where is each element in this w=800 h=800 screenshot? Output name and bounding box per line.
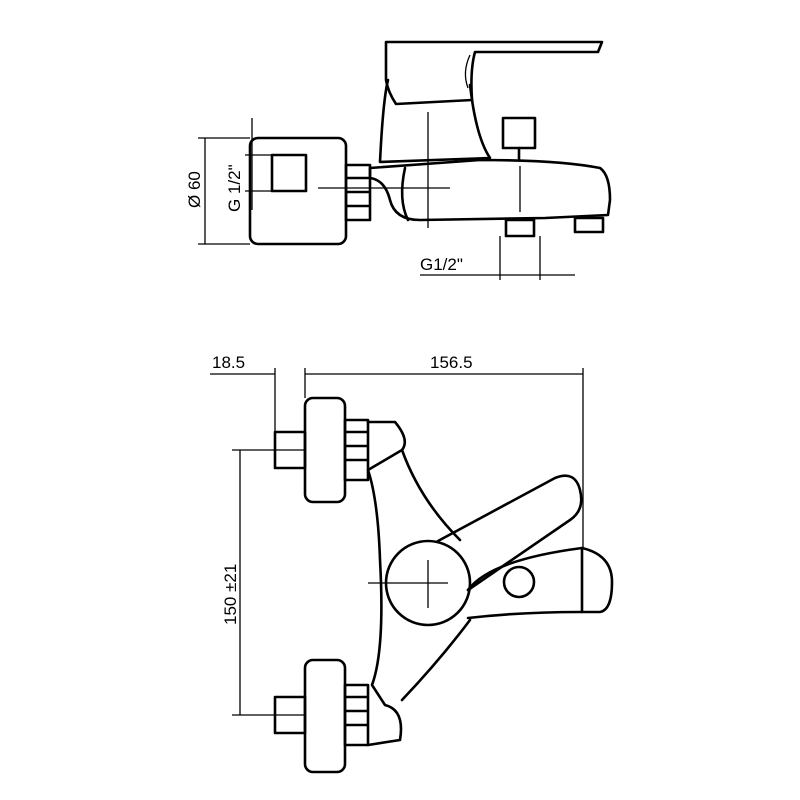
spout-front: [466, 546, 614, 620]
center-distance-label: 150 ±21: [221, 564, 240, 625]
bottom-rosette: [303, 658, 347, 774]
offset-label: 18.5: [212, 353, 245, 372]
top-hex-nut: [343, 418, 370, 482]
lever-arm-front: [436, 474, 583, 592]
lever-edge: [464, 54, 471, 89]
spout-tip: [573, 216, 605, 234]
cartridge-column: [378, 78, 492, 164]
lever-handle: [384, 40, 604, 106]
diverter-knob: [501, 116, 537, 150]
front-view: 18.5 156.5 150 ±21: [210, 353, 614, 774]
top-rosette: [303, 396, 347, 504]
hex-nut: [344, 163, 372, 222]
mixer-body-front: [366, 420, 407, 747]
inlet-thread-label: G 1/2": [225, 164, 244, 212]
mixer-body: [368, 158, 612, 222]
diameter-label: Ø 60: [185, 171, 204, 208]
outlet-thread-label: G1/2": [420, 255, 463, 274]
body-front-curve: [400, 166, 410, 222]
body-inner-curve: [400, 448, 472, 702]
shower-outlet: [504, 218, 536, 238]
length-label: 156.5: [430, 353, 473, 372]
diverter-knob-front: [502, 565, 536, 599]
side-view: Ø 60 G 1/2" G1/2": [185, 40, 612, 280]
bottom-hex-nut: [343, 683, 370, 747]
inlet-stub: [270, 153, 308, 193]
